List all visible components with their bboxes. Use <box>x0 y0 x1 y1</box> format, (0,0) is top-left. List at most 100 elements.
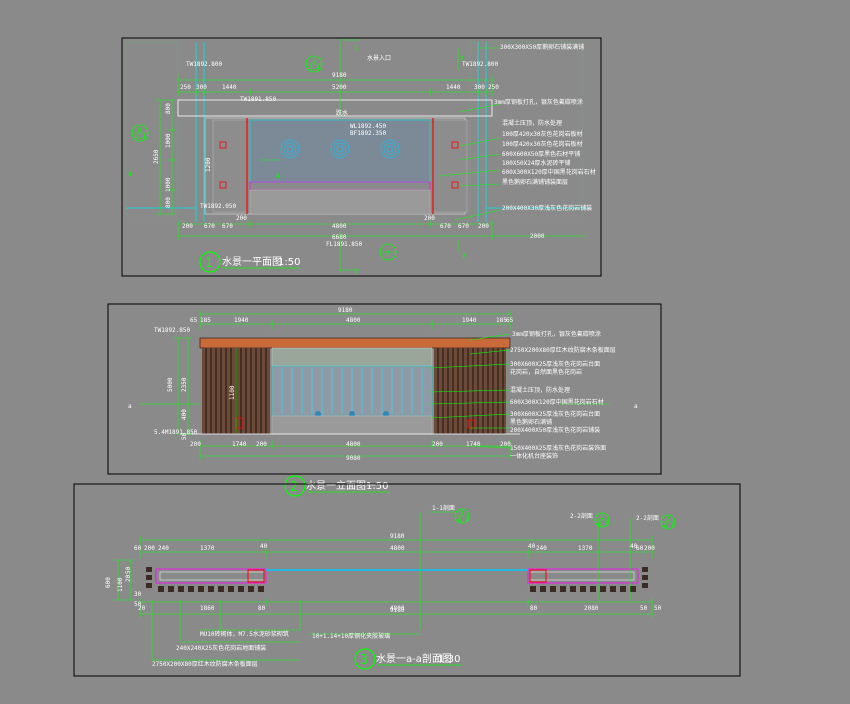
sect-dim-t8: 1370 <box>578 545 593 552</box>
plan-note-5: 600X600X50厚黑色石材平铺 <box>502 150 580 158</box>
sect-dim-t5: 40 <box>260 543 268 550</box>
plan-note-7: 600X300X120厚中国黑花岗岩石材 <box>502 168 596 176</box>
elev-dim-total: 9180 <box>338 307 353 314</box>
panel-elevation-frame <box>107 303 662 475</box>
plan-dim-t6: 300 <box>474 84 485 91</box>
plan-center-label: 跌水 <box>336 109 348 117</box>
plan-dim-b9: 200 <box>478 223 489 230</box>
panel-plan-frame <box>121 37 602 277</box>
sect-dim-l1: 600 <box>105 577 112 588</box>
plan-bubble-a-sheet: 6.4 <box>309 65 320 72</box>
elev-dim-l2: 2350 <box>181 377 188 392</box>
plan-dim-t7: 250 <box>488 84 499 91</box>
plan-paving-right <box>469 41 583 217</box>
sect-footing-right <box>530 567 648 592</box>
plan-dim-b7: 670 <box>440 223 451 230</box>
elev-note-10: 一体化机台座装饰 <box>510 452 558 460</box>
plan-dim-b8: 670 <box>458 223 469 230</box>
sect-callout-3: 2-2剖面 <box>636 514 659 522</box>
plan-section-mark-1-bottom: 1 <box>354 268 358 275</box>
plan-section-mark-2-top: 2 <box>460 55 464 62</box>
plan-section-mark-1-top: 1 <box>354 45 358 52</box>
sect-title: 水景一a-a剖面图 <box>376 652 452 665</box>
elev-dim-l5: 50 <box>181 432 188 440</box>
sect-bubble-c-sheet: 6.5 <box>664 523 675 530</box>
elev-dim-b1: 200 <box>190 441 201 448</box>
plan-dim-l1: 800 <box>165 103 172 114</box>
plan-scale: 1:50 <box>278 257 300 268</box>
sect-bench-right <box>527 568 639 584</box>
elev-note-6: 300X600X25厚浅灰色花岗岩台面 <box>510 410 600 418</box>
sect-note-0: MU10砖砌体，M7.5水泥砂浆砌筑 <box>200 630 289 638</box>
plan-dim-l5: 800 <box>165 197 172 208</box>
plan-dim-b6: 200 <box>424 215 435 222</box>
plan-dim-b5: 4800 <box>332 223 347 230</box>
elev-jet-2 <box>349 411 355 417</box>
sect-bench-left <box>155 568 267 584</box>
plan-planter-left <box>212 119 248 213</box>
plan-bubble-c-num: 2 <box>386 250 390 257</box>
plan-note-9: 200X400X30厚浅灰色花岗岩铺装 <box>502 204 592 212</box>
plan-dim-total: 9180 <box>332 72 347 79</box>
plan-top-slab <box>177 99 493 117</box>
sect-dim-b7: 50 <box>640 605 648 612</box>
elev-water-streams <box>281 368 423 414</box>
sect-dim-b4: 4800 <box>390 605 405 612</box>
elev-note-5: 600X300X120厚中国黑花岗岩石材 <box>510 398 604 406</box>
sect-callout-2: 2-2剖面 <box>570 512 593 520</box>
sect-dim-t10: 60 <box>636 545 644 552</box>
panel-section: 3 6.4 1 6.5 2 6.5 1-1剖面 2-2剖面 2-2剖面 9180… <box>73 483 741 677</box>
sect-bubble-a-sheet: 6.4 <box>458 517 469 524</box>
sect-dim-l5: 30 <box>134 591 142 598</box>
sect-dim-l2: 1100 <box>117 577 124 592</box>
sect-scale: 1:30 <box>438 654 460 665</box>
plan-dim-b1: 200 <box>182 223 193 230</box>
elev-note-7: 黑色鹅卵石满铺 <box>510 418 552 426</box>
elev-dim-b3: 200 <box>256 441 267 448</box>
plan-dim-t2: 300 <box>196 84 207 91</box>
sect-note-1: 240X240X25灰色花岗岩地面铺装 <box>176 644 266 652</box>
elev-note-8: 200X400X50厚浅灰色花岗岩铺装 <box>510 426 600 434</box>
plan-fountain-jets <box>280 139 400 159</box>
sect-dim-b5: 80 <box>530 605 538 612</box>
sect-dim-b2: 1860 <box>200 605 215 612</box>
sect-dim-b6: 2080 <box>584 605 599 612</box>
plan-level-slab: TW1891.850 <box>240 96 277 103</box>
plan-level-tw-bottom: TW1892.050 <box>200 203 237 210</box>
plan-dim-t3: 1440 <box>222 84 237 91</box>
elev-note-3: 花岗岩，自然面黑色花岗岩 <box>510 368 582 376</box>
elev-note-4: 混凝土压顶，防水处理 <box>510 386 570 394</box>
plan-level-tw-left: TW1892.800 <box>186 61 223 68</box>
elev-top-cap <box>199 337 511 349</box>
plan-pool-edge <box>249 181 431 191</box>
elev-dim-l1: 5000 <box>167 377 174 392</box>
sect-title-num: 3 <box>360 653 368 668</box>
plan-level-wl: WL1892.450 <box>350 123 387 130</box>
elev-dim-b4: 4800 <box>346 441 361 448</box>
plan-note-8: 黑色鹅卵石满铺铺装面层 <box>502 178 568 186</box>
elev-dim-t4: 4800 <box>346 317 361 324</box>
elev-title-bubble <box>284 475 306 497</box>
plan-planter-right <box>432 119 468 213</box>
plan-note-4: 100厚420x30灰色花岗岩板材 <box>502 140 583 148</box>
plan-level-fl: FL1891.850 <box>326 241 363 248</box>
elev-level-bottom: 5.4M1891.850 <box>154 429 198 436</box>
plan-note-2: 混凝土压顶，防水处理 <box>502 119 562 127</box>
sect-dim-t11: 200 <box>644 545 655 552</box>
panel-plan: 1 水景入口 2 2 1 4 4 1 6.4 B 6.4 2 TW1892.80… <box>121 37 602 277</box>
plan-dim-t4: 5200 <box>332 84 347 91</box>
sect-title-bubble <box>354 648 376 670</box>
elev-section-mark-left: a <box>128 403 132 410</box>
plan-level-bf: BF1892.350 <box>350 130 387 137</box>
elev-note-0: 3mm厚钢板打孔，银灰色氟碳喷涂 <box>512 330 601 338</box>
elev-note-2: 300X600X25厚浅灰色花岗岩台面 <box>510 360 600 368</box>
plan-dim-b3: 670 <box>222 223 233 230</box>
plan-note-0: 300X300X50厚鹅卵石铺装满铺 <box>500 43 584 51</box>
sect-callout-1: 1-1剖面 <box>432 504 455 512</box>
sect-dim-total-bottom: 9180 <box>390 607 405 614</box>
elev-dim-l3: 1100 <box>229 385 236 400</box>
sect-dim-b8: 50 <box>654 605 662 612</box>
elev-title: 水景一立面图一 <box>306 479 376 492</box>
